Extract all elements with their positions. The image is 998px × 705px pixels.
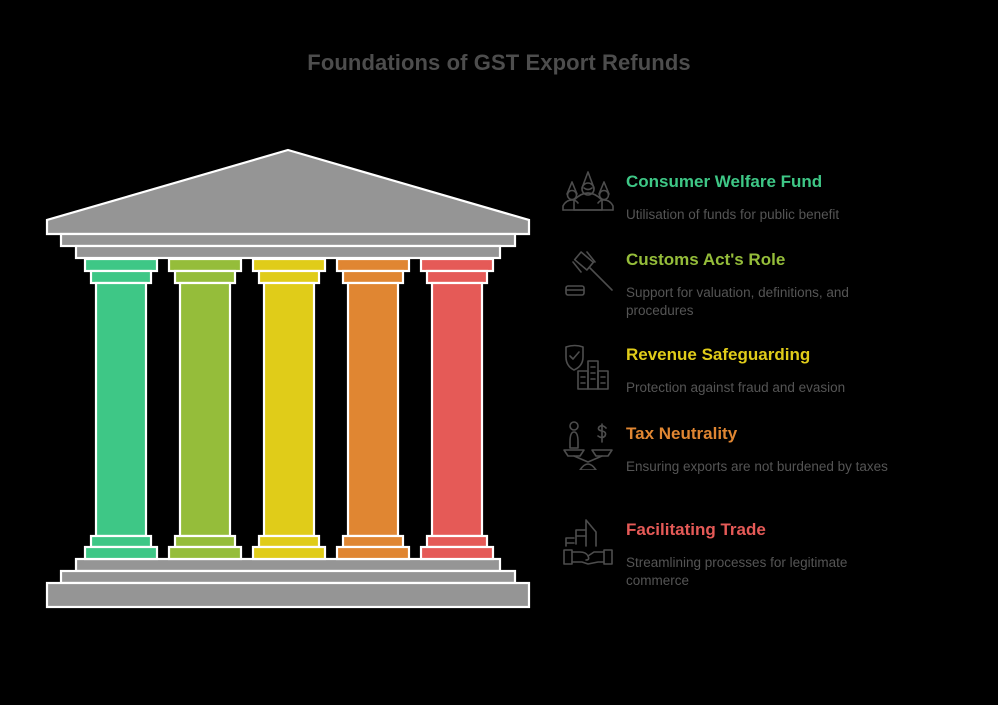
item-description: Streamlining processes for legitimate co… bbox=[626, 555, 848, 588]
pillar-revenue-safeguarding bbox=[251, 257, 327, 561]
base-step-top bbox=[74, 557, 502, 573]
item-description: Support for valuation, definitions, and … bbox=[626, 285, 849, 318]
pillar-customs-acts-role bbox=[167, 257, 243, 561]
entablature-lower bbox=[74, 244, 502, 260]
item-description: Ensuring exports are not burdened by tax… bbox=[626, 459, 888, 474]
item-description: Protection against fraud and evasion bbox=[626, 380, 846, 395]
item-heading: Revenue Safeguarding bbox=[626, 345, 811, 364]
item-heading: Consumer Welfare Fund bbox=[626, 172, 823, 191]
temple-roof bbox=[45, 148, 531, 236]
balance-scale-icon bbox=[563, 421, 613, 470]
base-step-bottom bbox=[45, 581, 531, 609]
pillar-consumer-welfare-fund bbox=[83, 257, 159, 561]
item-description: Utilisation of funds for public benefit bbox=[626, 207, 840, 222]
shield-building-icon bbox=[565, 344, 609, 390]
people-group-icon bbox=[562, 171, 614, 211]
temple-diagram bbox=[45, 148, 531, 609]
handshake-buildings-icon bbox=[563, 519, 613, 565]
item-heading: Facilitating Trade bbox=[626, 520, 766, 539]
pillar-tax-neutrality bbox=[335, 257, 411, 561]
diagram-title: Foundations of GST Export Refunds bbox=[307, 50, 691, 75]
entablature-upper bbox=[59, 232, 517, 248]
item-heading: Tax Neutrality bbox=[626, 424, 738, 443]
gavel-icon bbox=[565, 251, 613, 296]
pillar-facilitating-trade bbox=[419, 257, 495, 561]
base-step-middle bbox=[59, 569, 517, 585]
item-heading: Customs Act's Role bbox=[626, 250, 786, 269]
